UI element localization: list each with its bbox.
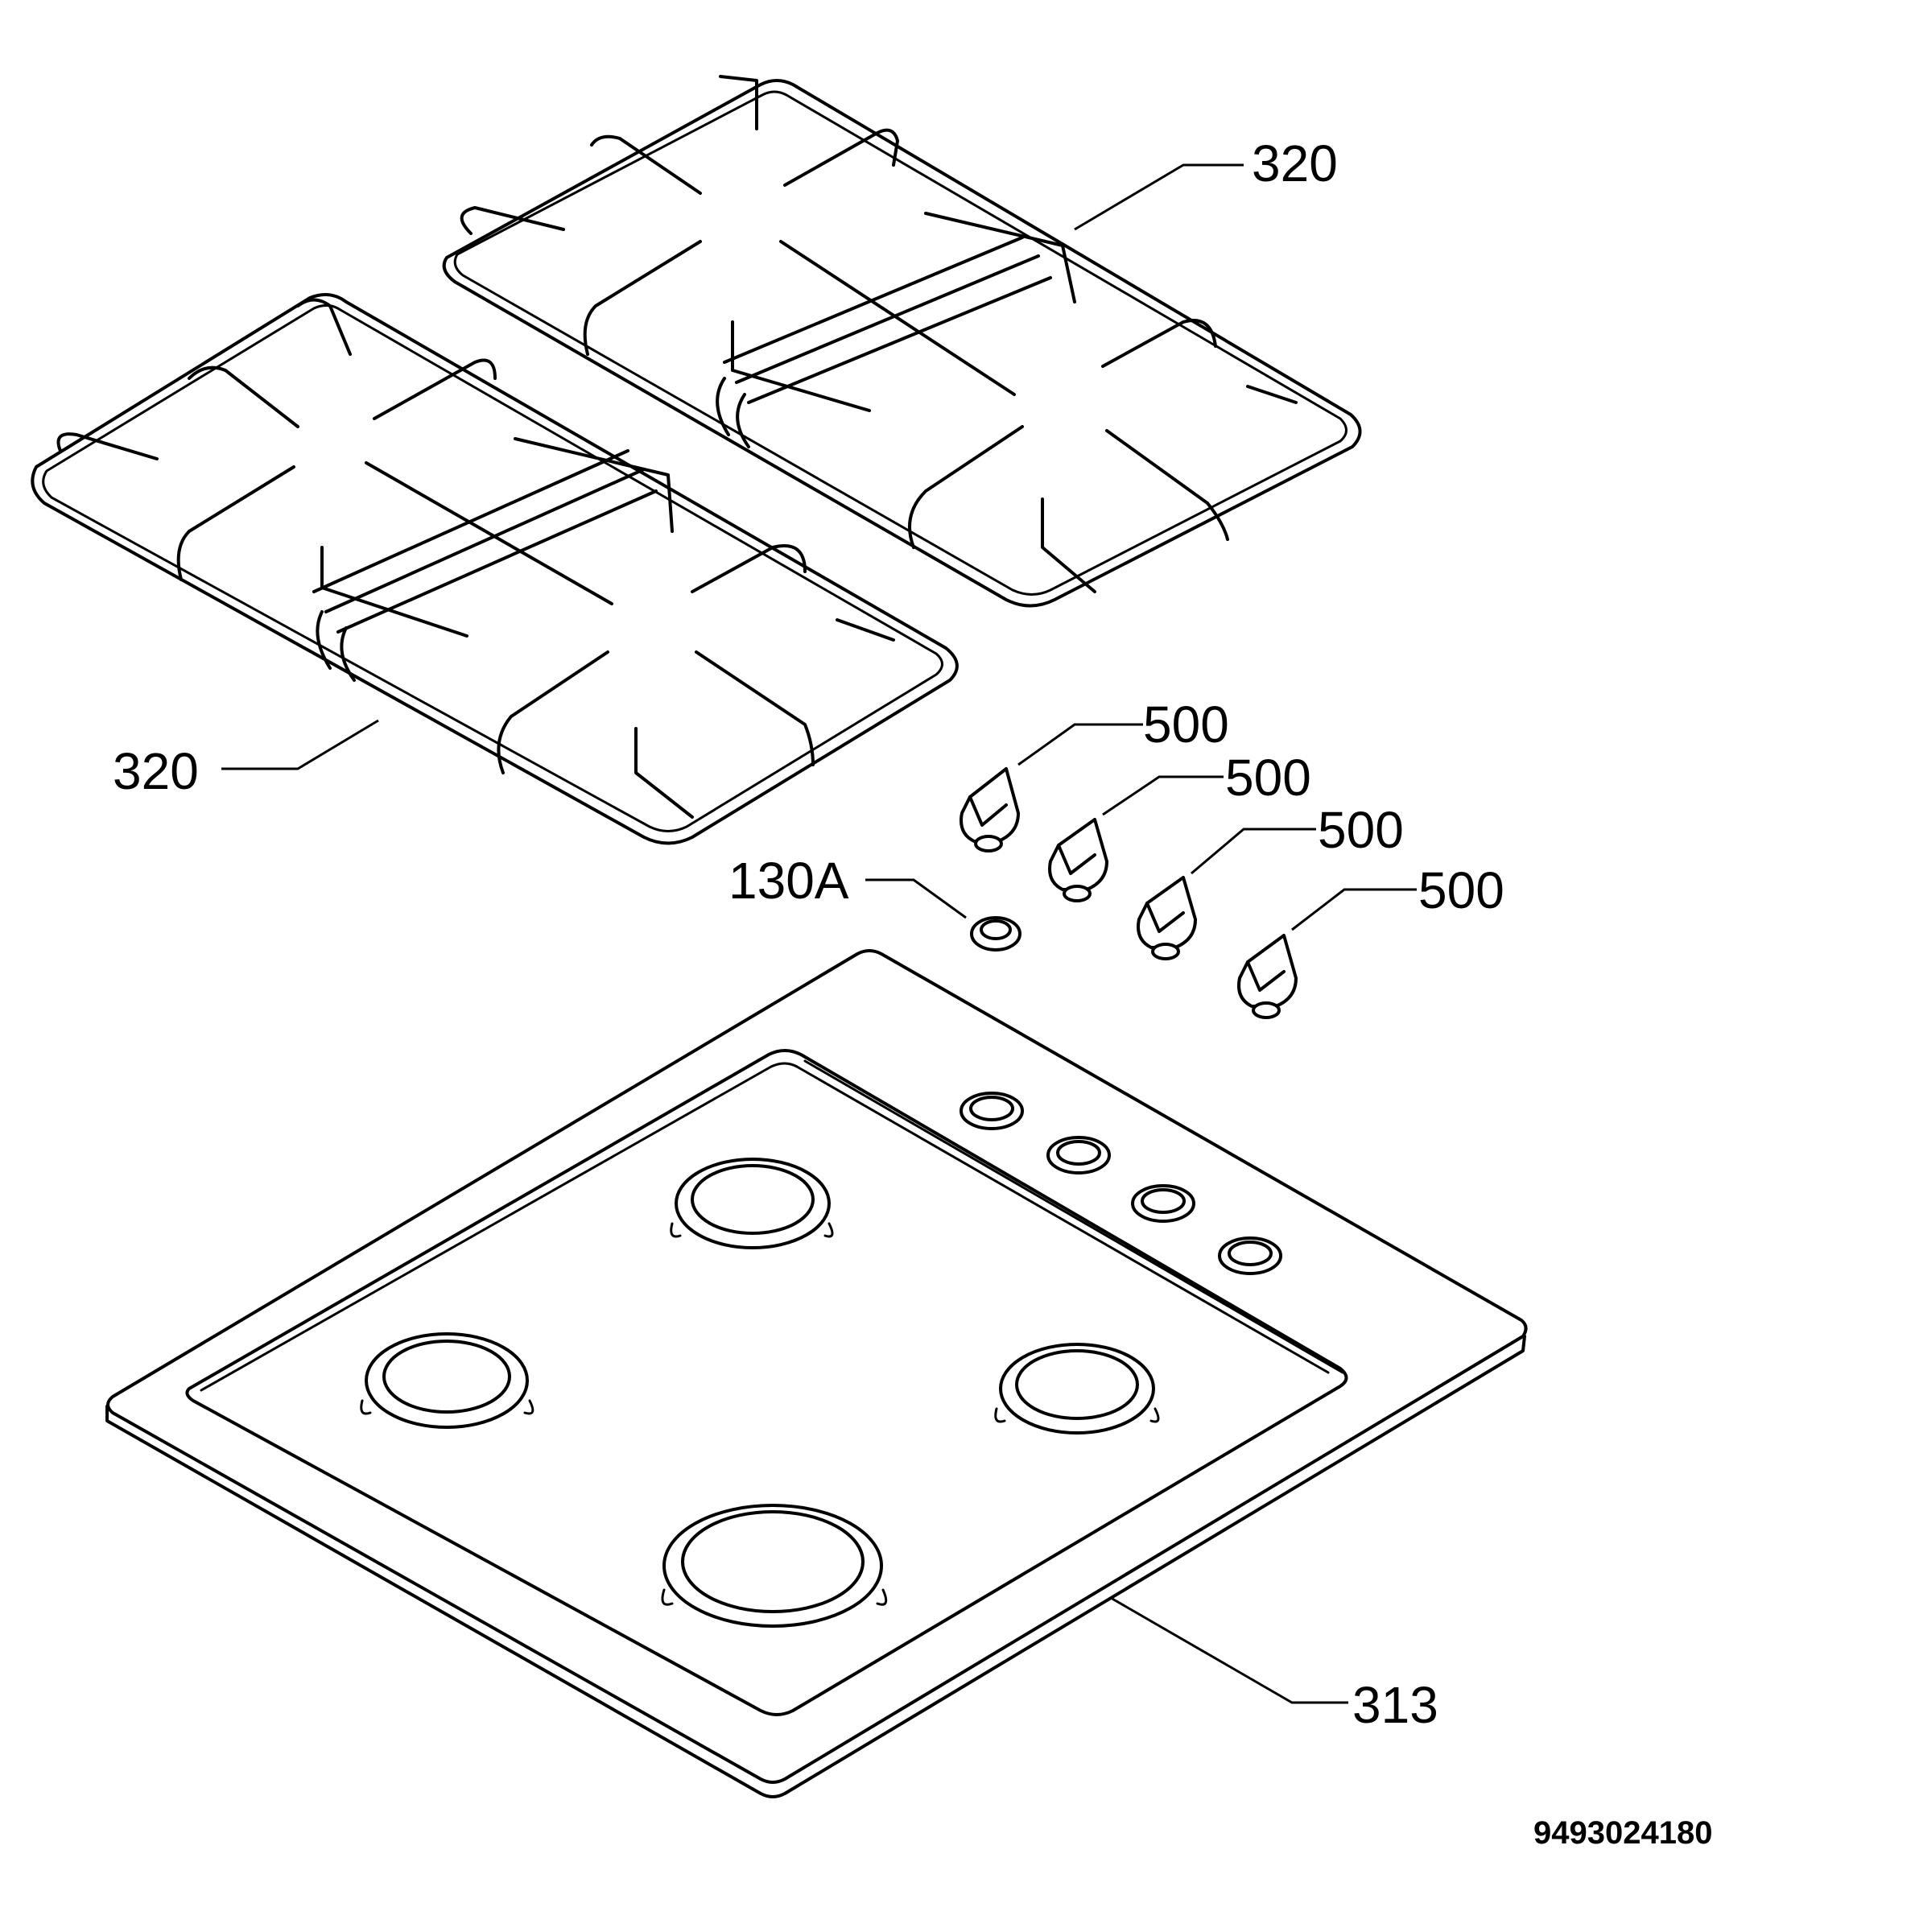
callout-500-4: 500 <box>1418 861 1504 919</box>
callout-500-3: 500 <box>1318 801 1404 859</box>
pan-support-grid-right <box>442 75 1362 608</box>
document-number: 9493024180 <box>1533 1815 1712 1851</box>
burner-hole-rear <box>670 1158 834 1249</box>
hob-top-plate <box>105 949 1528 1798</box>
leader-lines <box>221 163 1417 1704</box>
leader-grommet <box>865 878 967 919</box>
burner-hole-right <box>994 1343 1160 1435</box>
control-knob-3 <box>1137 876 1197 960</box>
callout-313: 313 <box>1352 1676 1438 1734</box>
grommet <box>970 916 1021 952</box>
pan-support-grid-left <box>31 293 959 845</box>
leader-knob-4 <box>1291 888 1417 931</box>
burner-hole-front <box>661 1504 888 1628</box>
knob-hole-2 <box>1046 1136 1111 1174</box>
callout-500-2: 500 <box>1225 749 1311 807</box>
callout-320-right: 320 <box>1252 134 1338 192</box>
callout-320-left: 320 <box>113 742 199 800</box>
callout-130A: 130A <box>728 852 849 910</box>
leader-knob-3 <box>1191 828 1316 875</box>
callout-500-1: 500 <box>1143 696 1229 753</box>
leader-knob-2 <box>1102 775 1224 816</box>
control-knob-1 <box>960 767 1020 852</box>
knob-hole-3 <box>1131 1184 1195 1223</box>
burner-hole-left <box>360 1332 534 1429</box>
leader-grid-right <box>1074 163 1244 231</box>
control-knob-4 <box>1237 934 1298 1019</box>
leader-hob-top <box>1110 1596 1348 1704</box>
control-knob-2 <box>1048 818 1108 902</box>
leader-knob-1 <box>1017 723 1143 766</box>
knob-hole-1 <box>960 1092 1024 1130</box>
knob-hole-4 <box>1218 1236 1282 1275</box>
leader-grid-left <box>221 719 379 770</box>
